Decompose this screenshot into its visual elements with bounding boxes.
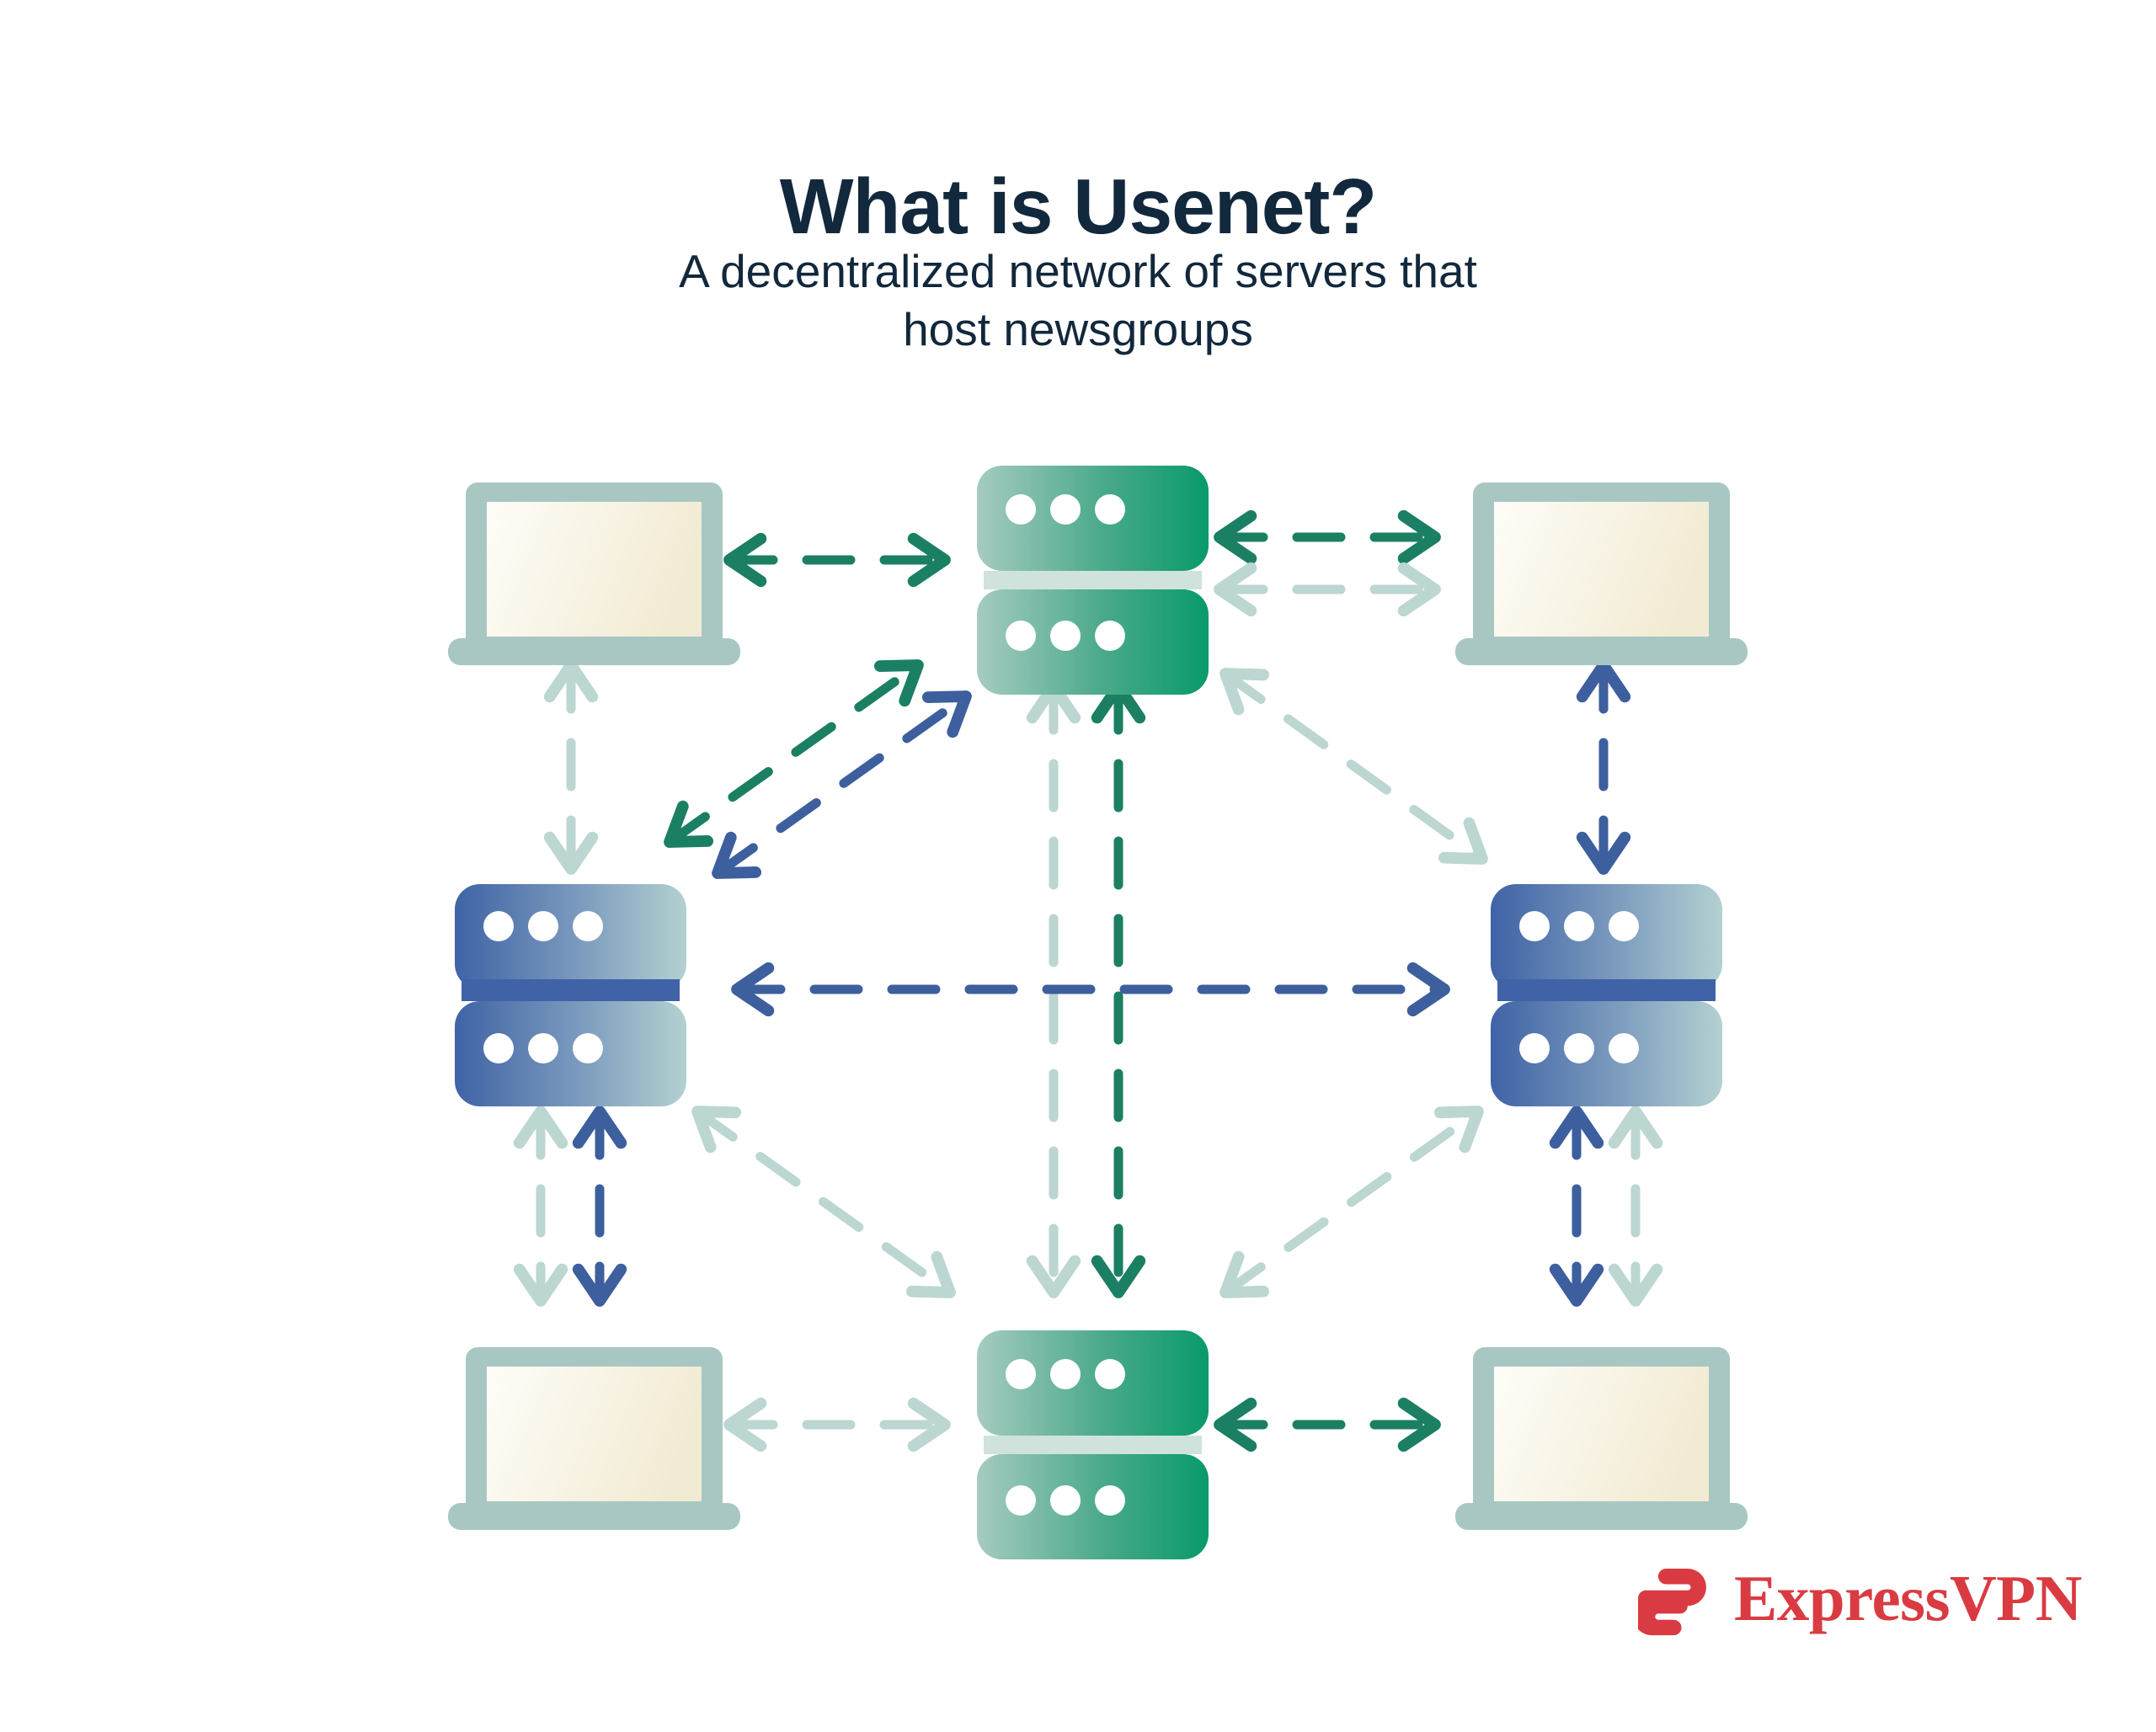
page-title: What is Usenet? xyxy=(779,163,1377,251)
laptop-screen xyxy=(487,502,702,637)
server-led xyxy=(1050,1359,1081,1389)
laptop-base xyxy=(448,1503,740,1530)
server-led xyxy=(1050,621,1081,651)
server-led xyxy=(1095,494,1125,525)
server-rack-icon xyxy=(455,884,686,989)
server-rack-unit-lower xyxy=(977,1454,1209,1559)
page-subtitle: A decentralized network of servers that … xyxy=(0,242,2156,359)
node-server-middle-right xyxy=(1491,884,1722,1106)
server-led xyxy=(1564,1033,1594,1063)
server-rack-unit-lower xyxy=(455,1001,686,1106)
node-server-bottom-center xyxy=(977,1330,1209,1559)
server-led xyxy=(1564,911,1594,941)
laptop-screen xyxy=(1494,1367,1709,1501)
server-rack-icon xyxy=(977,466,1209,571)
server-led xyxy=(528,1033,558,1063)
node-laptop-top-right xyxy=(1455,482,1748,665)
laptop-base xyxy=(1455,638,1748,665)
server-rack-icon xyxy=(1491,884,1722,989)
server-led xyxy=(1095,621,1125,651)
server-led xyxy=(1006,1359,1036,1389)
server-rack-unit-lower xyxy=(1491,1001,1722,1106)
server-led xyxy=(573,911,603,941)
server-led xyxy=(528,911,558,941)
node-laptop-bottom-right xyxy=(1455,1347,1748,1530)
link-server-top-center-to-server-middle-right-pale xyxy=(1219,668,1488,865)
link-server-middle-left-to-server-bottom-center-pale xyxy=(691,1106,956,1298)
server-led xyxy=(483,911,514,941)
expressvpn-wordmark: ExpressVPN xyxy=(1734,1561,2082,1634)
server-led xyxy=(573,1033,603,1063)
server-connector-bar xyxy=(984,1436,1202,1454)
laptop-base xyxy=(448,638,740,665)
server-led xyxy=(1609,911,1639,941)
expressvpn-e-icon xyxy=(1638,1569,1706,1636)
page-subtitle-line-2: host newsgroups xyxy=(903,302,1253,355)
page-subtitle-line-1: A decentralized network of servers that xyxy=(679,245,1477,297)
laptop-screen xyxy=(1494,502,1709,637)
server-led xyxy=(1006,494,1036,525)
server-connector-bar xyxy=(462,979,680,1001)
laptop-base xyxy=(1455,1503,1748,1530)
server-connector-bar xyxy=(984,571,1202,589)
expressvpn-logo: ExpressVPN xyxy=(1638,1559,2082,1637)
node-laptop-bottom-left xyxy=(448,1347,740,1530)
server-rack-icon xyxy=(977,1330,1209,1436)
server-led xyxy=(1519,911,1550,941)
server-led xyxy=(483,1033,514,1063)
link-server-bottom-center-to-server-middle-right-pale xyxy=(1219,1106,1484,1298)
server-led xyxy=(1095,1359,1125,1389)
server-led xyxy=(1050,494,1081,525)
server-led xyxy=(1050,1485,1081,1516)
link-server-middle-left-to-server-top-center-blue xyxy=(712,690,972,879)
server-led xyxy=(1609,1033,1639,1063)
server-led xyxy=(1006,1485,1036,1516)
node-server-middle-left xyxy=(455,884,686,1106)
laptop-screen xyxy=(487,1367,702,1501)
server-connector-bar xyxy=(1497,979,1716,1001)
node-server-top-center xyxy=(977,466,1209,695)
server-rack-unit-lower xyxy=(977,589,1209,695)
node-laptop-top-left xyxy=(448,482,740,665)
server-led xyxy=(1519,1033,1550,1063)
server-led xyxy=(1006,621,1036,651)
server-led xyxy=(1095,1485,1125,1516)
